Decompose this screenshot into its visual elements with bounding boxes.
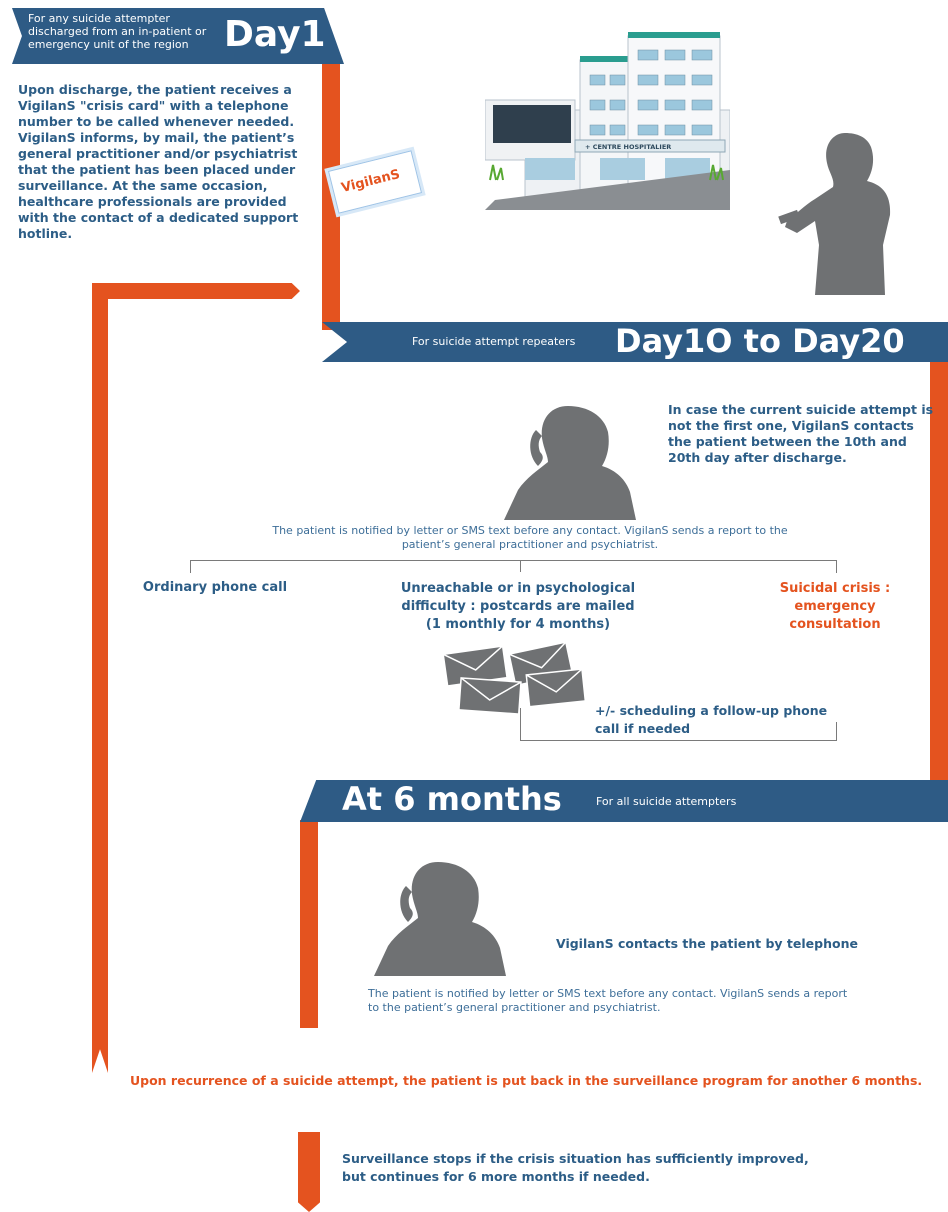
flow-bar-return-top [92, 283, 300, 299]
day10-note: The patient is notified by letter or SMS… [272, 524, 788, 551]
person-phone-illustration [778, 133, 891, 295]
recurrence-text: Upon recurrence of a suicide attempt, th… [130, 1073, 923, 1088]
followup-bracket [520, 722, 837, 741]
flow-bar-return-left [92, 283, 108, 1073]
day1-title: Day1 [224, 14, 326, 55]
month6-banner: At 6 months For all suicide attempters [300, 780, 948, 822]
final-text: Surveillance stops if the crisis situati… [342, 1151, 809, 1184]
day1-body: Upon discharge, the patient receives a V… [18, 82, 299, 241]
branch-suicidal-crisis: Suicidal crisis : emergency consultation [779, 581, 891, 632]
flow-bar-final [298, 1132, 320, 1212]
branch-ordinary-call: Ordinary phone call [142, 580, 288, 595]
month6-body: VigilanS contacts the patient by telepho… [556, 936, 858, 951]
month6-note: The patient is notified by letter or SMS… [368, 987, 848, 1014]
followup-text: +/- scheduling a follow-up phone call if… [595, 703, 828, 736]
day10-banner: For suicide attempt repeaters Day1O to D… [322, 322, 948, 362]
day1-subtitle: For any suicide attempter discharged fro… [28, 12, 207, 51]
day1-banner: For any suicide attempter discharged fro… [12, 8, 344, 64]
month6-subtitle: For all suicide attempters [596, 795, 737, 808]
flow-bar-month6 [300, 820, 318, 1028]
flow-bar-day10 [930, 352, 948, 782]
flow-bar-day1 [322, 62, 340, 330]
followup-bracket-stem [520, 708, 521, 724]
hospital-illustration: + CENTRE HOSPITALIER [485, 32, 730, 210]
crisis-card: VigilanS [327, 150, 423, 214]
month6-title: At 6 months [342, 780, 562, 818]
branch-postcards: Unreachable or in psychological difficul… [400, 581, 636, 632]
branch-bracket-top [190, 560, 837, 573]
svg-text:+ CENTRE HOSPITALIER: + CENTRE HOSPITALIER [585, 143, 671, 151]
day10-title: Day1O to Day20 [615, 322, 905, 360]
caller-illustration-2 [374, 862, 506, 976]
envelopes-illustration [442, 641, 587, 715]
crisis-card-logo: VigilanS [339, 167, 402, 197]
branch-bracket-mid [520, 560, 521, 572]
caller-illustration [504, 406, 636, 520]
day10-subtitle: For suicide attempt repeaters [412, 335, 576, 348]
day10-body: In case the current suicide attempt is n… [668, 402, 934, 465]
